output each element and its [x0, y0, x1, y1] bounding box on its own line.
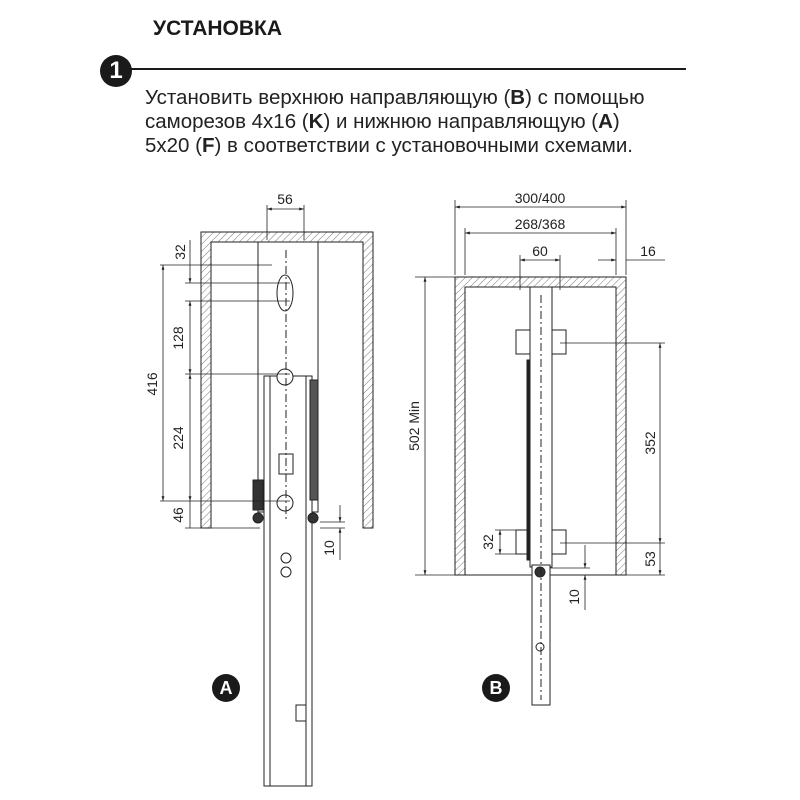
diagram-label-b: B	[482, 674, 510, 702]
text: Установить верхнюю направляющую (	[145, 86, 511, 109]
step-number-badge: 1	[100, 55, 132, 87]
instruction-text: Установить верхнюю направляющую (B) с по…	[145, 86, 644, 158]
part-ref: B	[510, 86, 526, 109]
dimension-labels-a: 56 32 128 416 224 46 10	[144, 191, 337, 556]
dim-46: 46	[170, 507, 186, 523]
dim-224: 224	[170, 426, 186, 450]
text: 5x20 (	[145, 134, 202, 157]
dim-10: 10	[321, 540, 337, 556]
page-title: УСТАНОВКА	[153, 17, 283, 40]
part-ref: K	[308, 110, 324, 133]
dim-128: 128	[170, 326, 186, 350]
dim-352: 352	[642, 431, 658, 455]
part-ref: F	[201, 134, 215, 157]
dim-502-min: 502 Min	[406, 401, 422, 451]
dim-56: 56	[277, 191, 293, 207]
rail-a	[252, 241, 319, 787]
text: )	[612, 110, 620, 133]
dimension-labels-b: 300/400 268/368 60 16 502 Min 352 32 53 …	[406, 190, 658, 605]
text: ) и нижнюю направляющую (	[323, 110, 599, 133]
diagram-label-a: A	[212, 674, 240, 702]
dim-16: 16	[640, 243, 656, 259]
rail-b	[515, 286, 567, 706]
dim-268-368: 268/368	[515, 216, 566, 232]
step-divider	[130, 68, 686, 70]
dim-32: 32	[480, 534, 496, 550]
part-ref: A	[598, 110, 613, 133]
dim-32: 32	[172, 244, 188, 260]
dim-53: 53	[642, 551, 658, 567]
dim-60: 60	[532, 243, 548, 259]
dim-416: 416	[144, 372, 160, 396]
text: ) в соответствии с установочными схемами…	[214, 134, 634, 157]
cabinet-a	[200, 231, 374, 529]
text: ) с помощью	[525, 86, 645, 109]
dim-10: 10	[566, 589, 582, 605]
dimensions-b	[415, 200, 665, 610]
text: саморезов 4x16 (	[145, 110, 309, 133]
dimensions-a	[160, 205, 345, 560]
dim-300-400: 300/400	[515, 190, 566, 206]
